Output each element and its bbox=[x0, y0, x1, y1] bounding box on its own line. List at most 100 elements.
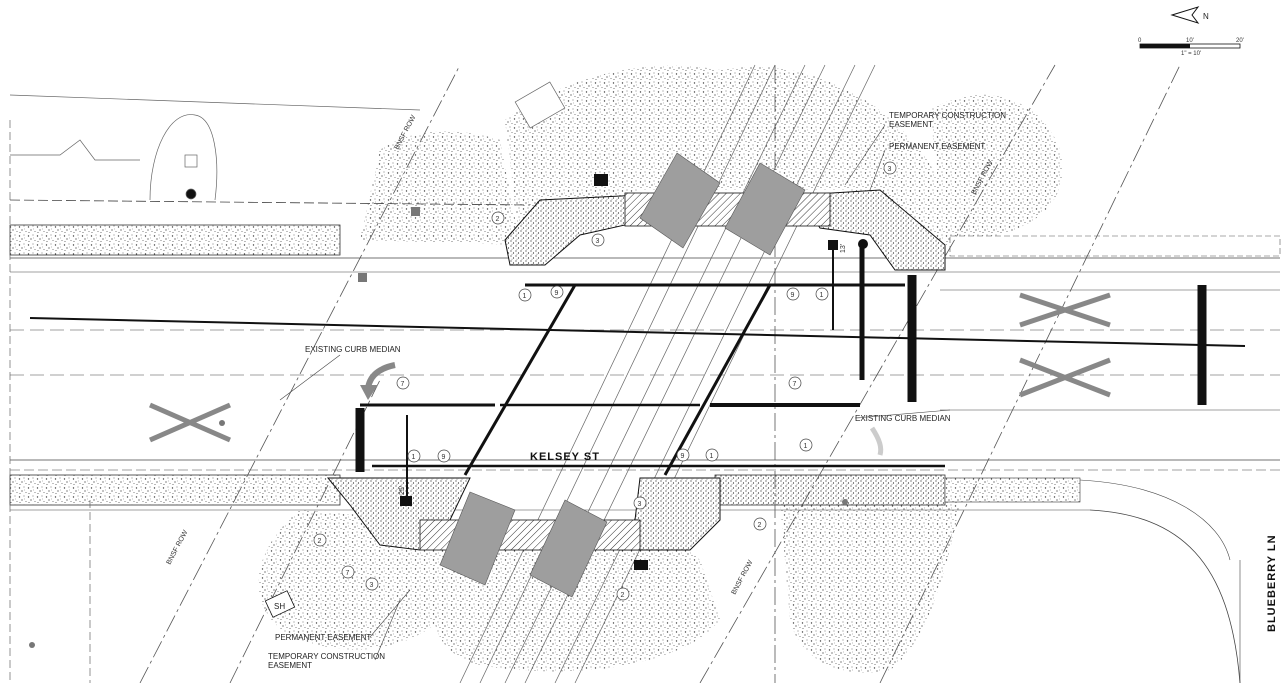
callout-3-top-left: 3 bbox=[591, 233, 605, 247]
scale-tick-10: 10' bbox=[1186, 38, 1194, 44]
callout-3-top-right: 3 bbox=[883, 161, 897, 175]
sidewalk-top-left bbox=[9, 224, 341, 256]
sidewalk-top-right bbox=[949, 235, 1281, 257]
row-lines bbox=[139, 64, 1181, 683]
svg-text:9: 9 bbox=[681, 453, 685, 460]
callout-2-bottom-left: 2 bbox=[313, 533, 327, 547]
signal-right-head bbox=[858, 239, 868, 249]
pole-bottom-left bbox=[29, 642, 35, 648]
callout-1-top-left: 1 bbox=[518, 288, 532, 302]
callout-7-bottom-left: 7 bbox=[341, 565, 355, 579]
label-tce-bottom-1: TEMPORARY CONSTRUCTION bbox=[268, 652, 385, 661]
bridge-deck bbox=[29, 242, 1246, 505]
sidewalk-bottom-far-right bbox=[944, 477, 1081, 503]
callout-1-top-right: 1 bbox=[815, 287, 829, 301]
svg-text:2: 2 bbox=[318, 538, 322, 545]
dim-top: 13' bbox=[840, 244, 847, 253]
svg-text:1: 1 bbox=[412, 454, 416, 461]
label-tce-top-1: TEMPORARY CONSTRUCTION bbox=[889, 111, 1006, 120]
slab-bottom-2 bbox=[529, 499, 608, 598]
north-arrow: N bbox=[1170, 6, 1209, 24]
callout-9-top-right: 9 bbox=[786, 287, 800, 301]
label-row-bottom-left: BNSF ROW bbox=[166, 529, 190, 566]
label-tce-top-2: EASEMENT bbox=[889, 120, 933, 129]
callout-2-top: 2 bbox=[491, 211, 505, 225]
callout-1-bottom-left: 1 bbox=[407, 449, 421, 463]
pole-left bbox=[219, 420, 225, 426]
callout-2-bottom-mid: 2 bbox=[616, 587, 630, 601]
svg-text:2: 2 bbox=[758, 522, 762, 529]
svg-text:1: 1 bbox=[523, 293, 527, 300]
callout-1-bottom-right: 1 bbox=[799, 438, 813, 452]
svg-text:1: 1 bbox=[820, 292, 824, 299]
label-row-bottom-mid: BNSF ROW bbox=[731, 559, 755, 596]
label-tce-bottom-2: EASEMENT bbox=[268, 661, 312, 670]
sidewalk-bottom-left bbox=[9, 474, 341, 506]
signals bbox=[29, 174, 868, 648]
svg-text:9: 9 bbox=[555, 290, 559, 297]
turn-arrow-right-icon bbox=[869, 426, 884, 456]
street-lines bbox=[9, 199, 1280, 683]
dim-bottom: 25' bbox=[399, 486, 406, 495]
gravel-area-top-right bbox=[930, 94, 1063, 245]
callout-2-bottom-right: 2 bbox=[753, 517, 767, 531]
sidewalk-bottom-right bbox=[714, 474, 946, 506]
scale-tick-20: 20' bbox=[1236, 38, 1244, 44]
callout-3-bottom-right: 3 bbox=[633, 496, 647, 510]
svg-text:1: 1 bbox=[710, 453, 714, 460]
scale-bar: 0 10' 20' 1" = 10' bbox=[1138, 38, 1244, 57]
north-arrow-icon bbox=[1170, 6, 1200, 24]
svg-text:9: 9 bbox=[791, 292, 795, 299]
callout-9-top-left: 9 bbox=[550, 285, 564, 299]
scale-tick-0: 0 bbox=[1138, 38, 1142, 44]
label-pe-bottom: PERMANENT EASEMENT bbox=[275, 633, 371, 642]
slab-bottom-1 bbox=[439, 491, 516, 586]
svg-text:2: 2 bbox=[621, 592, 625, 599]
label-pe-top: PERMANENT EASEMENT bbox=[889, 142, 985, 151]
gravel-area-bottom-right bbox=[780, 500, 960, 673]
svg-text:3: 3 bbox=[370, 582, 374, 589]
pavement-markings bbox=[148, 292, 1111, 443]
svg-text:1: 1 bbox=[804, 443, 808, 450]
svg-text:7: 7 bbox=[401, 381, 405, 388]
signal-right bbox=[828, 240, 838, 250]
scale-caption: 1" = 10' bbox=[1181, 51, 1201, 57]
svg-text:3: 3 bbox=[596, 238, 600, 245]
svg-text:2: 2 bbox=[496, 216, 500, 223]
slab-top-1 bbox=[639, 152, 721, 249]
label-median-right: EXISTING CURB MEDIAN bbox=[855, 414, 951, 423]
signal-top bbox=[594, 174, 608, 186]
svg-text:3: 3 bbox=[638, 501, 642, 508]
abutment-top-left bbox=[504, 194, 641, 266]
svg-text:3: 3 bbox=[888, 166, 892, 173]
signal-mid-left bbox=[400, 496, 412, 506]
svg-text:7: 7 bbox=[346, 570, 350, 577]
callout-7-right: 7 bbox=[788, 376, 802, 390]
sidewalks bbox=[9, 224, 1281, 506]
gravel-area-bottom-center bbox=[433, 520, 720, 672]
callout-1-bottom-mid: 1 bbox=[705, 448, 719, 462]
north-letter: N bbox=[1203, 12, 1209, 21]
existing-features bbox=[9, 81, 566, 683]
turn-arrow-icon bbox=[365, 362, 396, 389]
svg-text:7: 7 bbox=[793, 381, 797, 388]
callout-9-bottom-right: 9 bbox=[676, 448, 690, 462]
label-median-left: EXISTING CURB MEDIAN bbox=[305, 345, 401, 354]
callout-3-bottom-left: 3 bbox=[365, 577, 379, 591]
gravel-area-top-left bbox=[360, 131, 520, 245]
approach-slabs bbox=[439, 152, 806, 598]
callouts: 2 3 3 1 9 9 1 7 7 1 9 9 1 1 3 2 2 2 7 3 bbox=[313, 161, 897, 601]
svg-text:9: 9 bbox=[442, 454, 446, 461]
abutment-top-right bbox=[799, 189, 946, 271]
callout-7-left: 7 bbox=[396, 376, 410, 390]
turn-arrow-head-icon bbox=[360, 385, 378, 400]
pole-bottom-mid bbox=[842, 499, 848, 505]
label-kelsey-st: KELSEY ST bbox=[530, 451, 600, 463]
callout-9-bottom-left: 9 bbox=[437, 449, 451, 463]
gravel-area-top-center bbox=[505, 65, 947, 250]
label-blueberry-ln: BLUEBERRY LN bbox=[1266, 534, 1278, 632]
signal-bottom bbox=[634, 560, 648, 570]
leader-lines bbox=[279, 124, 951, 661]
slab-top-2 bbox=[724, 162, 806, 256]
